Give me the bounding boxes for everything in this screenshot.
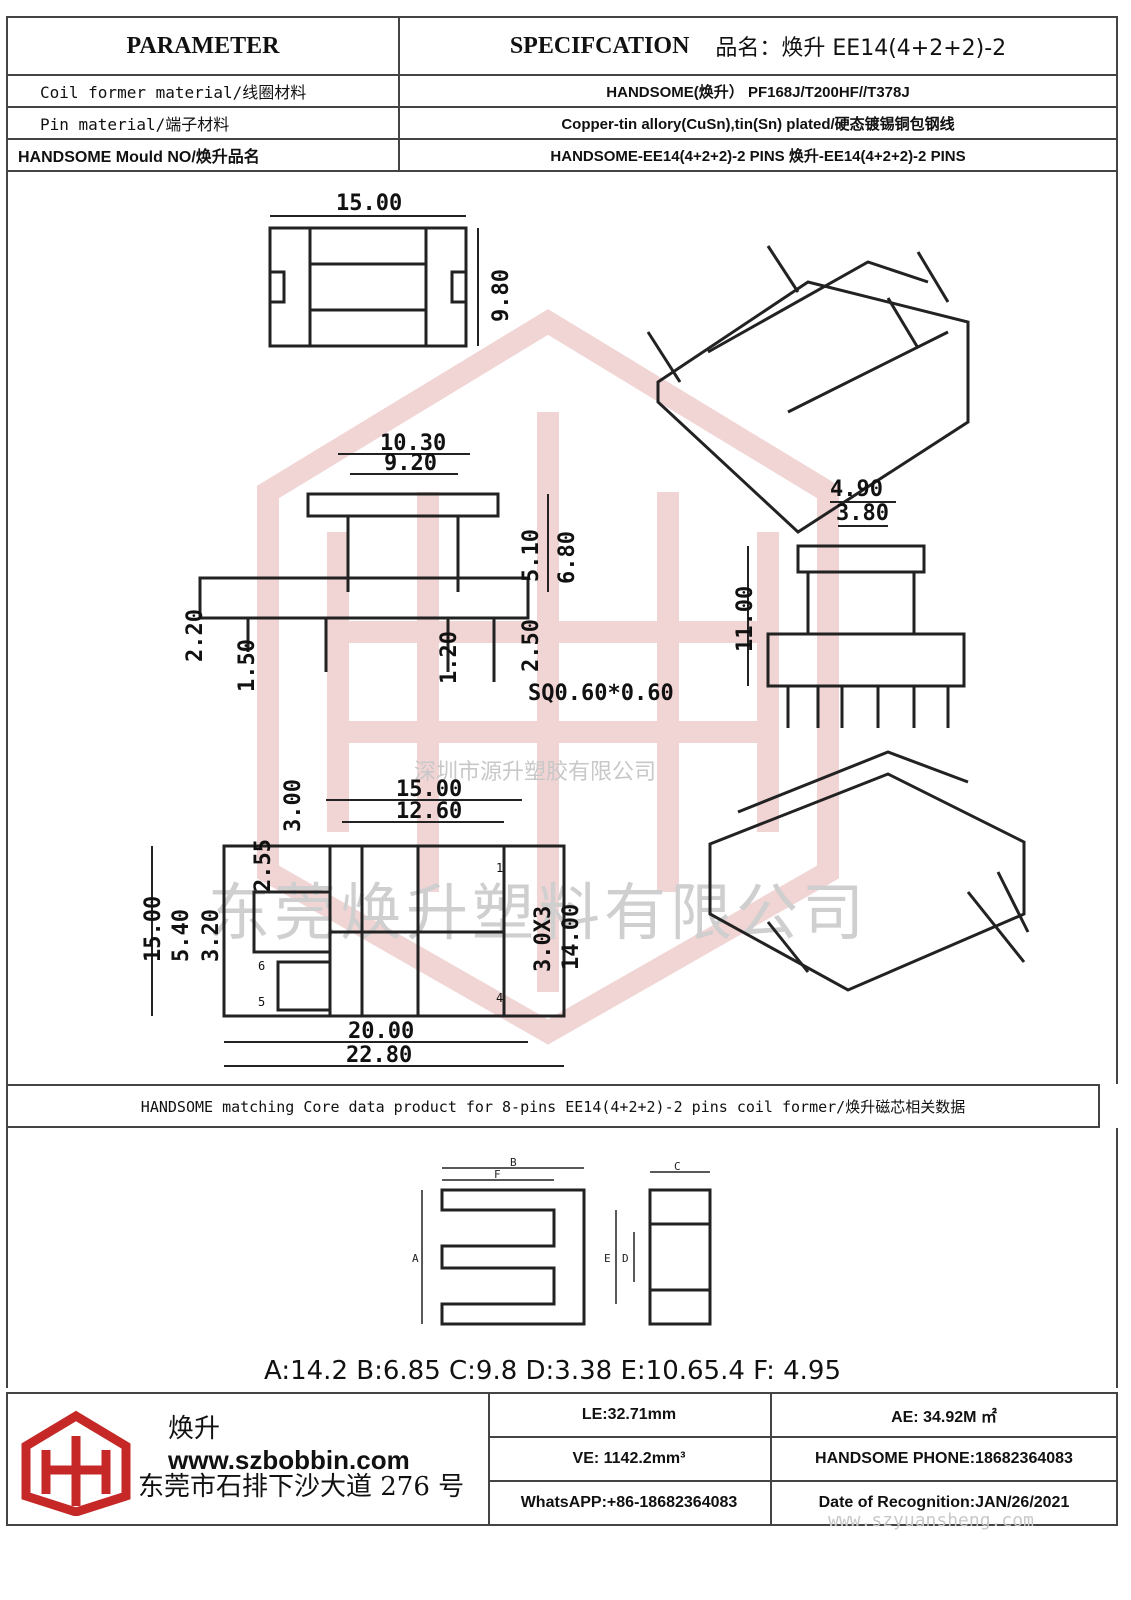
header-row: PARAMETER SPECIFCATION 品名：焕升 EE14(4+2+2)… xyxy=(6,16,1118,76)
watermark-company-big: 东莞焕升塑料有限公司 xyxy=(208,876,869,949)
param-row-mould: HANDSOME Mould NO/焕升品名 HANDSOME-EE14(4+2… xyxy=(6,140,1118,172)
dim-side-d5: 1.20 xyxy=(437,631,462,684)
product-name: 品名：焕升 EE14(4+2+2)-2 xyxy=(715,36,1007,61)
brand-address: 东莞市石排下沙大道 276 号 xyxy=(138,1472,465,1502)
core-label: A xyxy=(412,1252,419,1265)
dim-side-d3: 2.20 xyxy=(183,609,208,662)
dim-bot-span2: 22.80 xyxy=(346,1043,412,1068)
core-dimensions: A:14.2 B:6.85 C:9.8 D:3.38 E:10.65.4 F: … xyxy=(264,1356,842,1386)
dim-bot-w1: 15.00 xyxy=(396,777,462,802)
dim-bot-h2: 2.55 xyxy=(251,839,276,892)
brand-zh: 焕升 xyxy=(168,1414,221,1444)
dim-side-d6: 2.50 xyxy=(519,619,544,672)
param-value: Copper-tin allory(CuSn),tin(Sn) plated/硬… xyxy=(561,115,955,133)
spec-sheet: PARAMETER SPECIFCATION 品名：焕升 EE14(4+2+2)… xyxy=(6,16,1118,1556)
dim-top-width: 15.00 xyxy=(336,191,402,216)
le-cell: LE:32.71mm xyxy=(488,1394,772,1438)
side-view xyxy=(198,453,549,682)
dim-top-height: 9.80 xyxy=(489,269,514,322)
core-label: E xyxy=(604,1252,611,1265)
param-row-pin: Pin material/端子材料 Copper-tin allory(CuSn… xyxy=(6,108,1118,140)
dim-bot-pitch: 3.0X3 xyxy=(531,906,556,972)
core-drawing: A B C D E F xyxy=(412,1156,712,1326)
date-cell: Date of Recognition:JAN/26/2021 xyxy=(818,1494,1070,1511)
pin-number: 1 xyxy=(496,861,503,875)
dim-bot-h5: 3.20 xyxy=(199,909,224,962)
dim-side-d2: 6.80 xyxy=(555,531,580,584)
end-view xyxy=(747,501,966,728)
parameter-heading: PARAMETER xyxy=(8,18,400,74)
core-label: C xyxy=(674,1160,681,1173)
dim-bot-h4: 5.40 xyxy=(169,909,194,962)
pin-number: 5 xyxy=(258,995,265,1009)
brand-url[interactable]: www.szbobbin.com xyxy=(168,1445,410,1475)
core-section: A B C D E F xyxy=(6,1128,1118,1388)
pin-number: 4 xyxy=(496,991,503,1005)
dim-bot-w2: 12.60 xyxy=(396,799,462,824)
ve-cell: VE: 1142.2mm³ xyxy=(488,1438,772,1482)
dim-side-inner: 9.20 xyxy=(384,451,437,476)
footer-table: 焕升 www.szbobbin.com 东莞市石排下沙大道 276 号 LE:3… xyxy=(6,1392,1118,1526)
brand-block: 焕升 www.szbobbin.com 东莞市石排下沙大道 276 号 xyxy=(8,1394,490,1524)
param-value: HANDSOME-EE14(4+2+2)-2 PINS 焕升-EE14(4+2+… xyxy=(550,147,966,165)
dim-side-d4: 1.50 xyxy=(235,639,260,692)
specification-label: SPECIFCATION xyxy=(509,32,690,59)
param-label: Pin material/端子材料 xyxy=(8,108,400,138)
technical-drawing: 深圳市源升塑胶有限公司 东莞焕升塑料有限公司 xyxy=(6,172,1118,1084)
phone-cell: HANDSOME PHONE:18682364083 xyxy=(772,1438,1116,1482)
dim-end-h: 11.00 xyxy=(733,586,758,652)
pin-number: 6 xyxy=(258,959,265,973)
brand-name: 焕升 www.szbobbin.com xyxy=(168,1408,488,1476)
param-label: Coil former material/线圈材料 xyxy=(8,76,400,106)
specification-heading: SPECIFCATION 品名：焕升 EE14(4+2+2)-2 xyxy=(400,18,1116,74)
dim-bot-h6: 14.00 xyxy=(559,904,584,970)
dim-side-outer: 10.30 xyxy=(380,431,446,456)
dim-end-w1: 4.90 xyxy=(830,477,883,502)
core-label: F xyxy=(494,1168,501,1181)
core-label: B xyxy=(510,1156,517,1169)
whatsapp-cell: WhatsAPP:+86-18682364083 xyxy=(488,1482,772,1524)
core-caption: HANDSOME matching Core data product for … xyxy=(6,1084,1100,1128)
core-label: D xyxy=(622,1252,629,1265)
dim-bot-h1: 3.00 xyxy=(281,779,306,832)
drawing-views: 15.00 9.80 10.30 9.20 5.10 6.80 2.20 1.5… xyxy=(141,191,1030,1068)
param-value: HANDSOME(焕升） PF168J/T200HF//T378J xyxy=(606,83,910,101)
iso-view-top xyxy=(646,245,970,534)
dim-bot-h3: 15.00 xyxy=(141,896,166,962)
top-view xyxy=(268,215,479,348)
watermark-company-small: 深圳市源升塑胶有限公司 xyxy=(414,760,657,785)
bottom-view xyxy=(151,799,566,1067)
iso-view-bottom xyxy=(708,750,1030,992)
watermark-site: www.szyuansheng.com xyxy=(828,1510,1034,1531)
handsome-logo-icon xyxy=(21,1410,131,1516)
watermark-logo-icon xyxy=(257,309,839,1045)
param-row-coil: Coil former material/线圈材料 HANDSOME(焕升） P… xyxy=(6,76,1118,108)
dim-side-d1: 5.10 xyxy=(519,529,544,582)
dim-bot-span1: 20.00 xyxy=(348,1019,414,1044)
dim-end-w2: 3.80 xyxy=(836,501,889,526)
ae-cell: AE: 34.92M ㎡ xyxy=(772,1394,1116,1438)
param-label: HANDSOME Mould NO/焕升品名 xyxy=(8,140,400,170)
dim-pin-sq: SQ0.60*0.60 xyxy=(528,681,674,706)
